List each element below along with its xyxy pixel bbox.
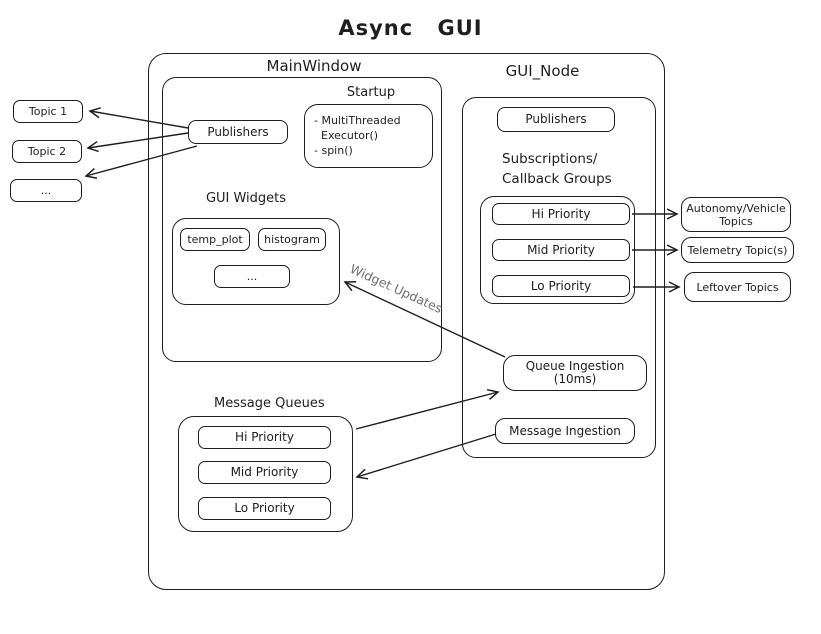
leftover-topics-box: Leftover Topics xyxy=(684,272,791,302)
startup-label: Startup xyxy=(346,85,396,100)
message-queues-box xyxy=(178,416,353,532)
gui-node-lo-priority-label: Lo Priority xyxy=(530,278,592,293)
widget-ellipsis-box: ... xyxy=(214,265,290,288)
telemetry-topics-box: Telemetry Topic(s) xyxy=(681,237,794,263)
telemetry-topics-label: Telemetry Topic(s) xyxy=(687,243,788,257)
topic-1-box: Topic 1 xyxy=(13,100,83,123)
main-window-box xyxy=(162,77,442,362)
message-queue-mid-priority-box: Mid Priority xyxy=(198,461,331,484)
main-window-label: MainWindow xyxy=(266,57,362,75)
autonomy-vehicle-topics-box: Autonomy/Vehicle Topics xyxy=(681,197,791,232)
message-queue-hi-priority-box: Hi Priority xyxy=(198,426,331,449)
widget-histogram-label: histogram xyxy=(264,233,320,246)
diagram-title: Async GUI xyxy=(338,16,483,40)
startup-box xyxy=(304,104,433,168)
widget-ellipsis-label: ... xyxy=(246,270,258,283)
message-queue-mid-priority-label: Mid Priority xyxy=(230,465,299,479)
topic-1-label: Topic 1 xyxy=(28,105,68,118)
message-ingestion-label: Message Ingestion xyxy=(509,423,621,438)
gui-node-hi-priority-box: Hi Priority xyxy=(492,203,630,225)
gui-widgets-box xyxy=(172,218,340,305)
message-queue-lo-priority-box: Lo Priority xyxy=(198,497,331,520)
subscriptions-label-line1: Subscriptions/ xyxy=(502,151,598,167)
queue-ingestion-label: Queue Ingestion (10ms) xyxy=(525,359,625,386)
gui-node-mid-priority-label: Mid Priority xyxy=(527,242,595,257)
widget-histogram-box: histogram xyxy=(258,228,326,251)
gui-widgets-label: GUI Widgets xyxy=(205,191,287,206)
gui-node-box xyxy=(462,97,656,458)
widget-temp-plot-box: temp_plot xyxy=(180,228,250,251)
system-outer-box xyxy=(148,53,665,590)
gui-node-publishers-label: Publishers xyxy=(525,112,587,126)
topic-2-box: Topic 2 xyxy=(12,140,82,163)
topic-ellipsis-box: ... xyxy=(10,179,82,202)
startup-line-executor: Executor() xyxy=(314,129,379,142)
topic-2-label: Topic 2 xyxy=(27,145,67,158)
main-window-publishers-box: Publishers xyxy=(188,120,288,144)
gui-node-label: GUI_Node xyxy=(505,62,580,80)
leftover-topics-label: Leftover Topics xyxy=(696,280,779,294)
message-ingestion-box: Message Ingestion xyxy=(495,418,635,444)
autonomy-vehicle-topics-label: Autonomy/Vehicle Topics xyxy=(686,201,786,228)
gui-node-mid-priority-box: Mid Priority xyxy=(492,239,630,261)
queue-ingestion-box: Queue Ingestion (10ms) xyxy=(503,355,647,391)
gui-node-hi-priority-label: Hi Priority xyxy=(531,206,591,221)
main-window-publishers-label: Publishers xyxy=(207,124,269,139)
gui-node-lo-priority-box: Lo Priority xyxy=(492,275,630,297)
message-queues-label: Message Queues xyxy=(214,396,325,411)
topic-ellipsis-label: ... xyxy=(40,184,52,197)
startup-line-multithreaded: - MultiThreaded xyxy=(314,114,401,127)
subscriptions-label-line2: Callback Groups xyxy=(502,171,612,187)
message-queue-lo-priority-label: Lo Priority xyxy=(234,501,295,515)
startup-line-spin: - spin() xyxy=(314,144,353,157)
widget-temp-plot-label: temp_plot xyxy=(187,233,243,246)
gui-node-publishers-box: Publishers xyxy=(497,107,615,132)
message-queue-hi-priority-label: Hi Priority xyxy=(235,430,294,444)
